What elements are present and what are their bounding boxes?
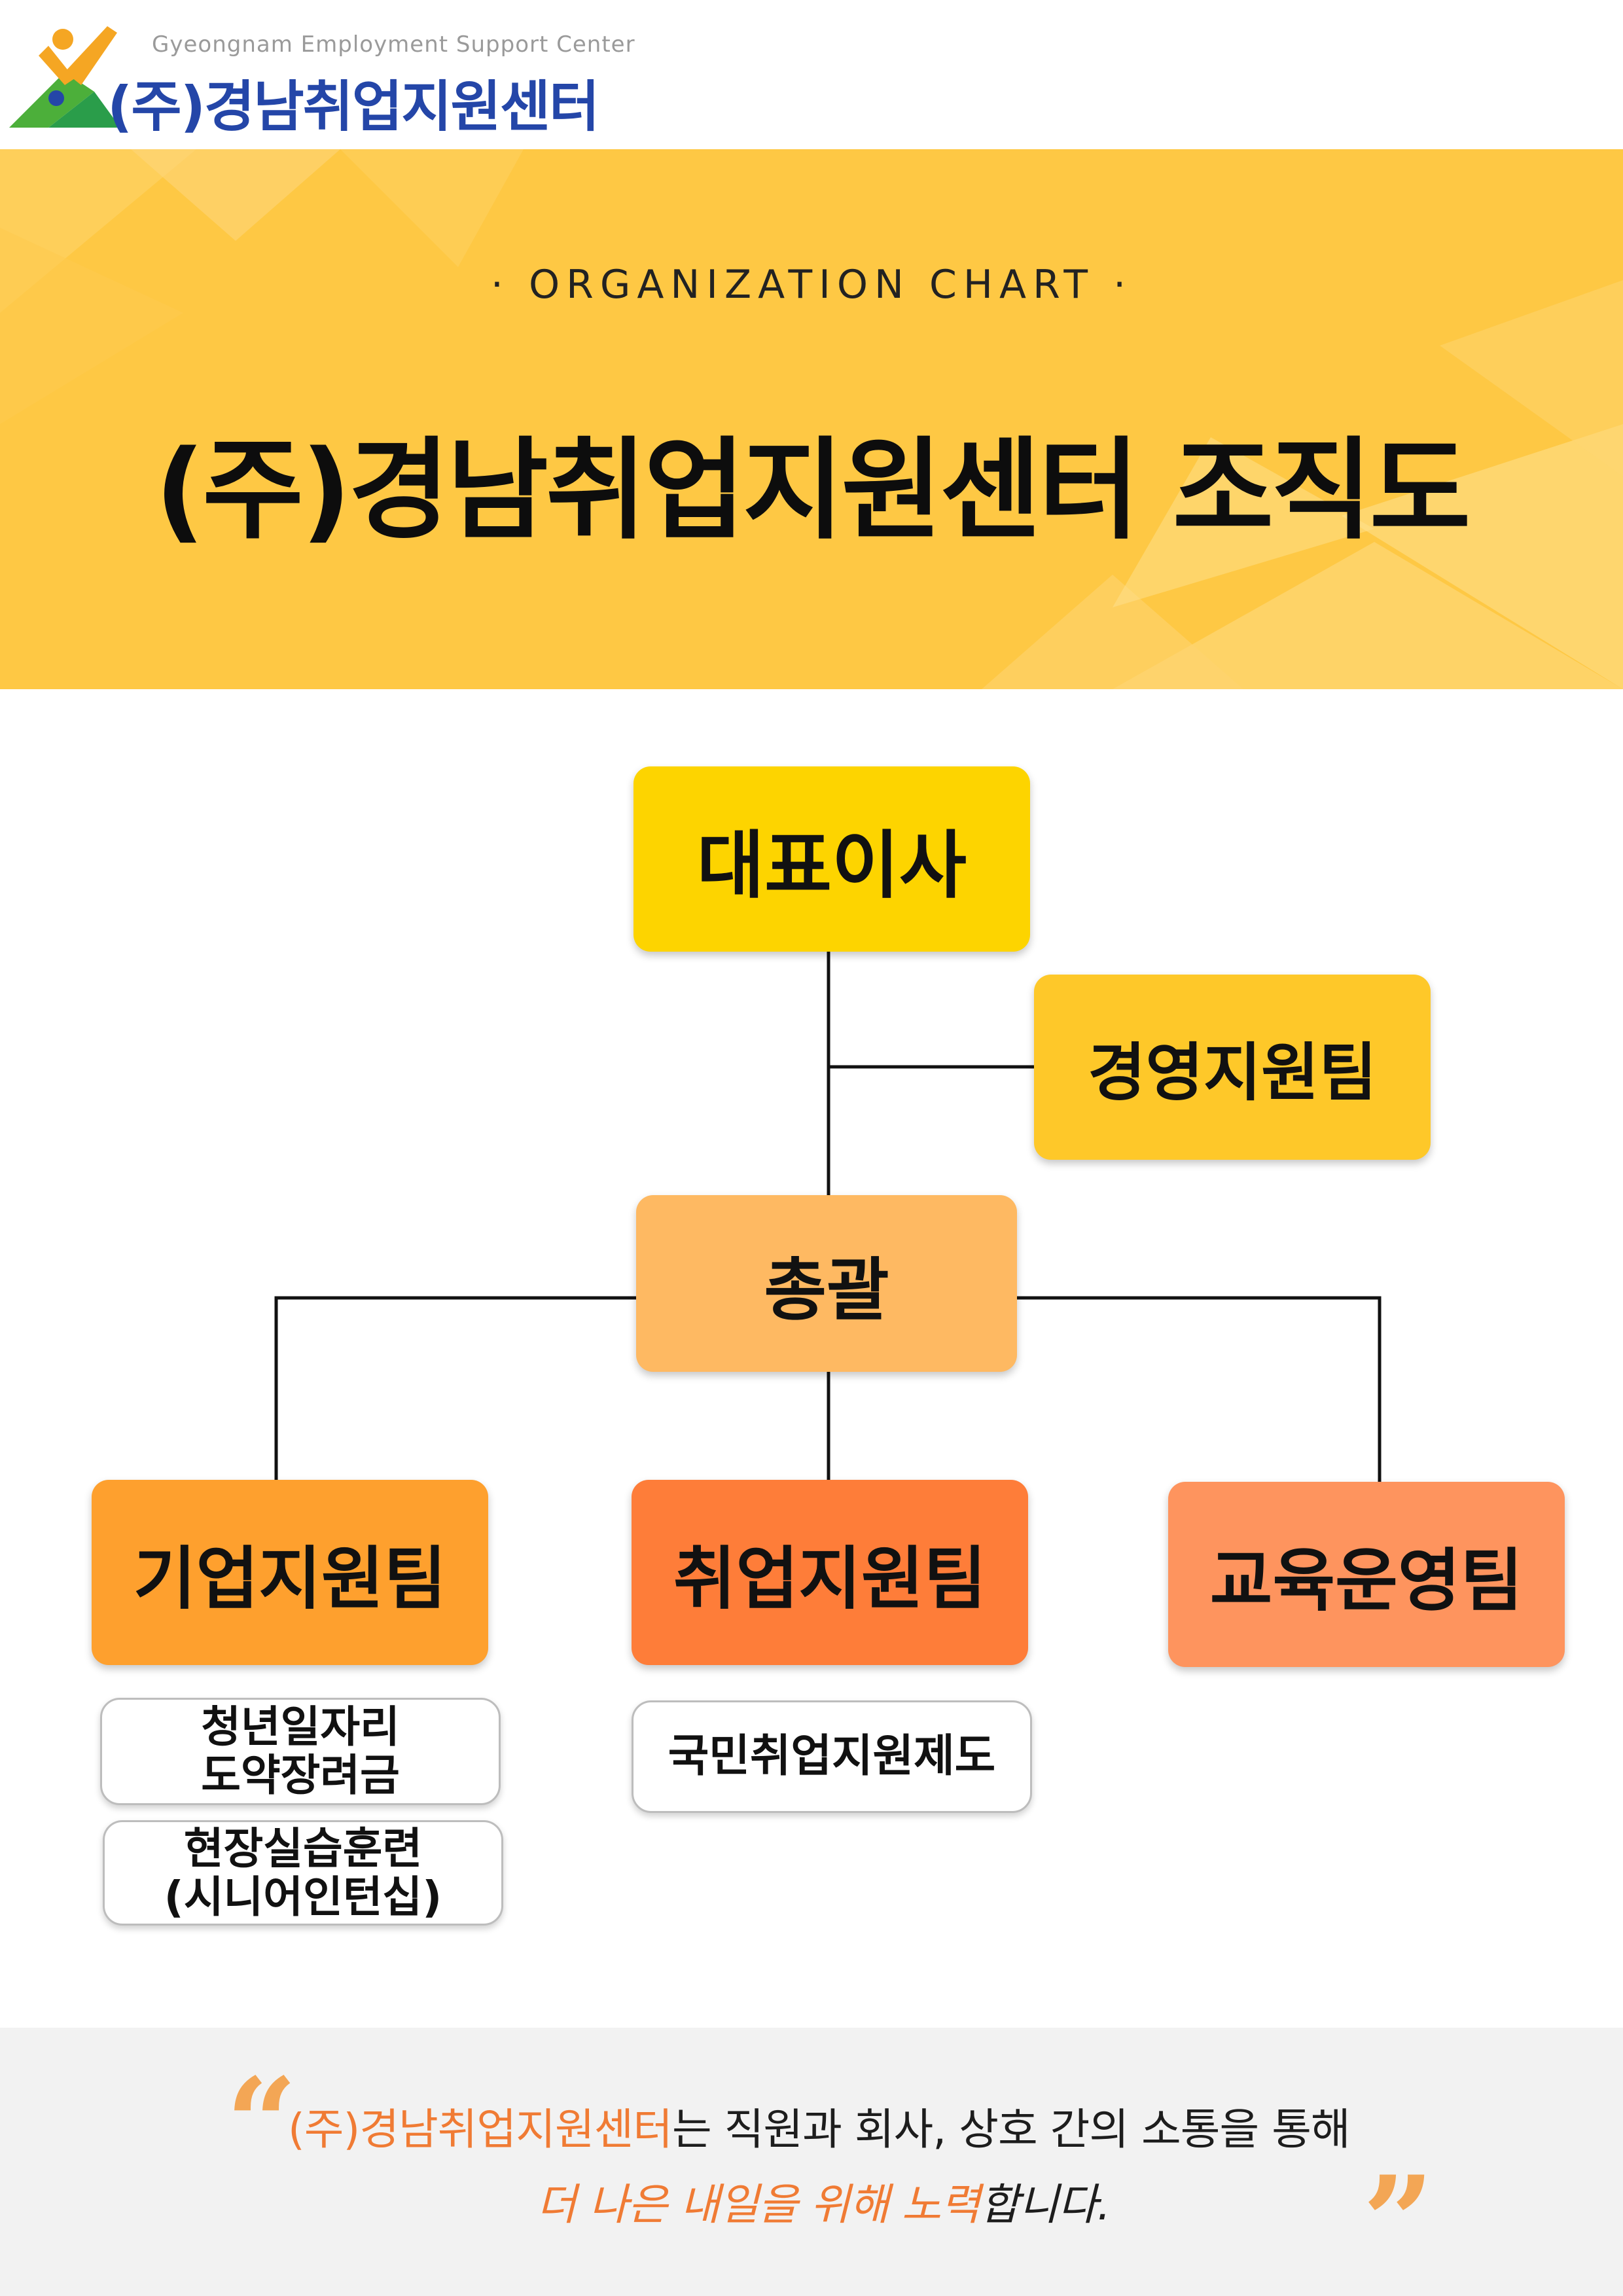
node-management-support-team: 경영지원팀 (1034, 975, 1431, 1160)
program-senior-internship: 현장실습훈련 (시니어인턴십) (103, 1820, 503, 1926)
footer-line-2: 더 나은 내일을 위해 노력합니다. (537, 2170, 1111, 2233)
logo-english-name: Gyeongnam Employment Support Center (152, 31, 635, 58)
footer-highlight: 더 나은 내일을 위해 노력 (537, 2179, 980, 2230)
logo-korean-name: (주)경남취업지원센터 (107, 75, 599, 139)
hero-eyebrow: · ORGANIZATION CHART · (490, 262, 1133, 308)
program-national-employment-support: 국민취업지원제도 (632, 1700, 1032, 1813)
node-business-support-team: 기업지원팀 (92, 1480, 488, 1665)
node-employment-support-team: 취업지원팀 (632, 1480, 1028, 1665)
program-youth-job-incentive: 청년일자리 도약장려금 (100, 1698, 501, 1805)
open-quote-icon: “ (226, 2051, 298, 2197)
footer-message (0, 2028, 1623, 2296)
node-general-management: 총괄 (636, 1195, 1017, 1372)
hero-banner: · ORGANIZATION CHART · (주)경남취업지원센터 조직도 (0, 149, 1623, 689)
hero-pattern (0, 149, 1623, 689)
footer-line-1: (주)경남취업지원센터는 직원과 회사, 상호 간의 소통을 통해 (288, 2094, 1351, 2157)
node-ceo: 대표이사 (633, 766, 1030, 952)
node-education-team: 교육운영팀 (1168, 1482, 1565, 1667)
company-logo[interactable]: Gyeongnam Employment Support Center (주)경… (9, 20, 635, 139)
footer-company-name: (주)경남취업지원센터 (288, 2104, 673, 2155)
footer-line-1-text: 는 직원과 회사, 상호 간의 소통을 통해 (671, 2104, 1351, 2155)
logo-icon (9, 26, 120, 128)
page-title: (주)경남취업지원센터 조직도 (154, 426, 1471, 554)
close-quote-icon: ” (1363, 2149, 1435, 2295)
footer-line-2-text: 합니다. (980, 2179, 1111, 2230)
